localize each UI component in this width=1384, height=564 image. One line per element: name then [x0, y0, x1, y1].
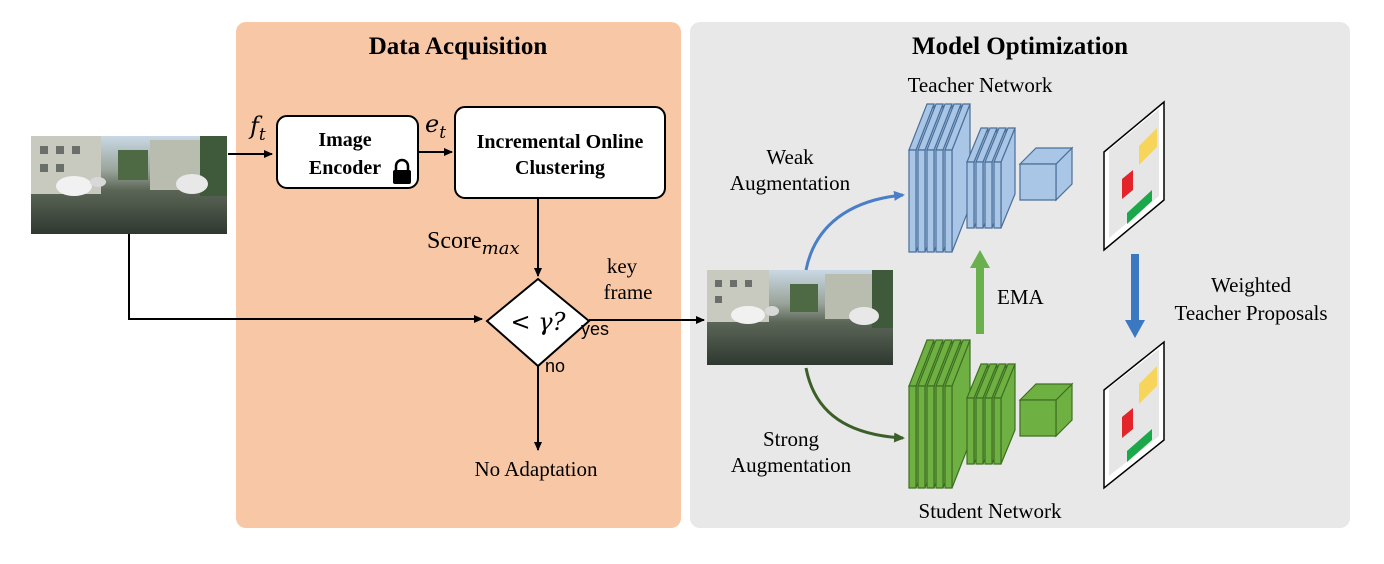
student-proposals-frame	[1103, 340, 1165, 490]
proposal-box-yellow	[1139, 366, 1157, 404]
weak-augmentation-line2: Augmentation	[730, 171, 851, 195]
proposal-box-red	[1122, 408, 1133, 438]
image-encoder-label-line2: Encoder	[309, 157, 381, 179]
data-acquisition-title: Data Acquisition	[369, 33, 548, 60]
weighted-proposals-arrow	[1125, 254, 1145, 338]
student-network-label: Student Network	[919, 499, 1062, 523]
proposal-box-yellow	[1139, 128, 1157, 165]
clustering-box	[454, 106, 666, 199]
weak-augmentation-line1: Weak	[766, 145, 814, 169]
frame-to-decision-arrow	[128, 234, 483, 323]
strong-augmentation-line1: Strong	[763, 427, 820, 451]
keyframe-label-line1: key	[607, 254, 638, 278]
teacher-network-label: Teacher Network	[908, 73, 1053, 97]
teacher-layer	[993, 127, 1016, 229]
embedding-symbol: et	[425, 110, 446, 143]
decision-yes-label: yes	[581, 319, 609, 339]
proposal-box-red	[1122, 170, 1133, 199]
student-layer	[993, 363, 1016, 465]
proposal-box-green	[1127, 190, 1152, 224]
proposal-box-green	[1127, 429, 1152, 462]
weighted-proposals-line1: Weighted	[1211, 273, 1291, 297]
ema-label: EMA	[997, 285, 1045, 309]
weighted-proposals-line2: Teacher Proposals	[1174, 301, 1327, 325]
model-optimization-panel	[690, 22, 1350, 528]
ema-arrow	[970, 250, 990, 334]
score-max-label: Scoremax	[427, 228, 520, 259]
image-encoder-label-line1: Image	[318, 129, 371, 151]
teacher-output-block	[1018, 146, 1074, 202]
teacher-layer	[944, 103, 971, 253]
strong-augmentation-line2: Augmentation	[731, 453, 852, 477]
student-layer	[944, 339, 971, 489]
decision-no-label: no	[545, 356, 565, 376]
student-output-block	[1018, 382, 1074, 438]
student-network	[908, 339, 1074, 489]
model-optimization-title: Model Optimization	[912, 33, 1128, 60]
decision-label: < γ?	[511, 308, 566, 336]
lock-icon	[393, 158, 411, 184]
teacher-proposals-frame	[1103, 100, 1165, 252]
no-adaptation-label: No Adaptation	[474, 457, 598, 481]
teacher-network	[908, 103, 1074, 253]
keyframe-image	[707, 270, 893, 365]
strong-augmentation-arrow	[804, 367, 905, 443]
clustering-label-line1: Incremental Online	[477, 131, 644, 153]
keyframe-label-line2: frame	[604, 280, 653, 304]
input-frame-image	[31, 136, 227, 234]
weak-augmentation-arrow	[804, 190, 905, 271]
clustering-label-line2: Clustering	[515, 157, 605, 179]
